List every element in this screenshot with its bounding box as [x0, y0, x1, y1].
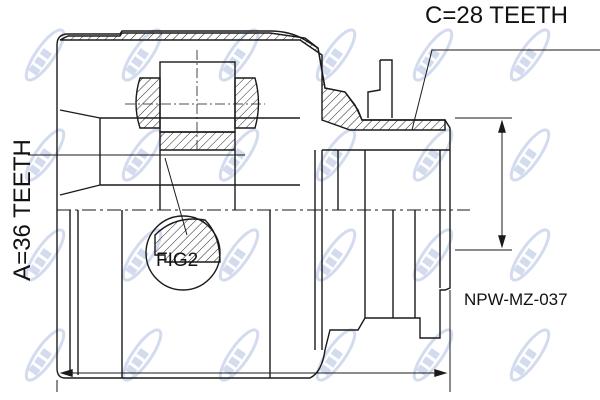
watermark-logo [218, 228, 260, 282]
watermark-logo [509, 328, 551, 382]
flange [367, 59, 393, 118]
watermark-logo [24, 228, 66, 282]
watermark-logo [24, 328, 66, 382]
watermark-logo [121, 328, 163, 382]
part-number: NPW-MZ-037 [464, 290, 568, 309]
watermark-logo [24, 128, 66, 182]
spline-a-label: A=36 TEETH [9, 139, 36, 281]
watermark-logo [24, 28, 66, 82]
watermark-logo [509, 228, 551, 282]
watermark-logo [412, 28, 454, 82]
watermark-logo [121, 128, 163, 182]
roller [159, 61, 236, 133]
housing-outline [56, 30, 451, 379]
spline-c-label: C=28 TEETH [425, 2, 568, 29]
housing-wall-section [59, 32, 446, 131]
watermark-logo [509, 128, 551, 182]
watermark-logo [509, 28, 551, 82]
fig2-label: FIG2 [156, 250, 199, 271]
